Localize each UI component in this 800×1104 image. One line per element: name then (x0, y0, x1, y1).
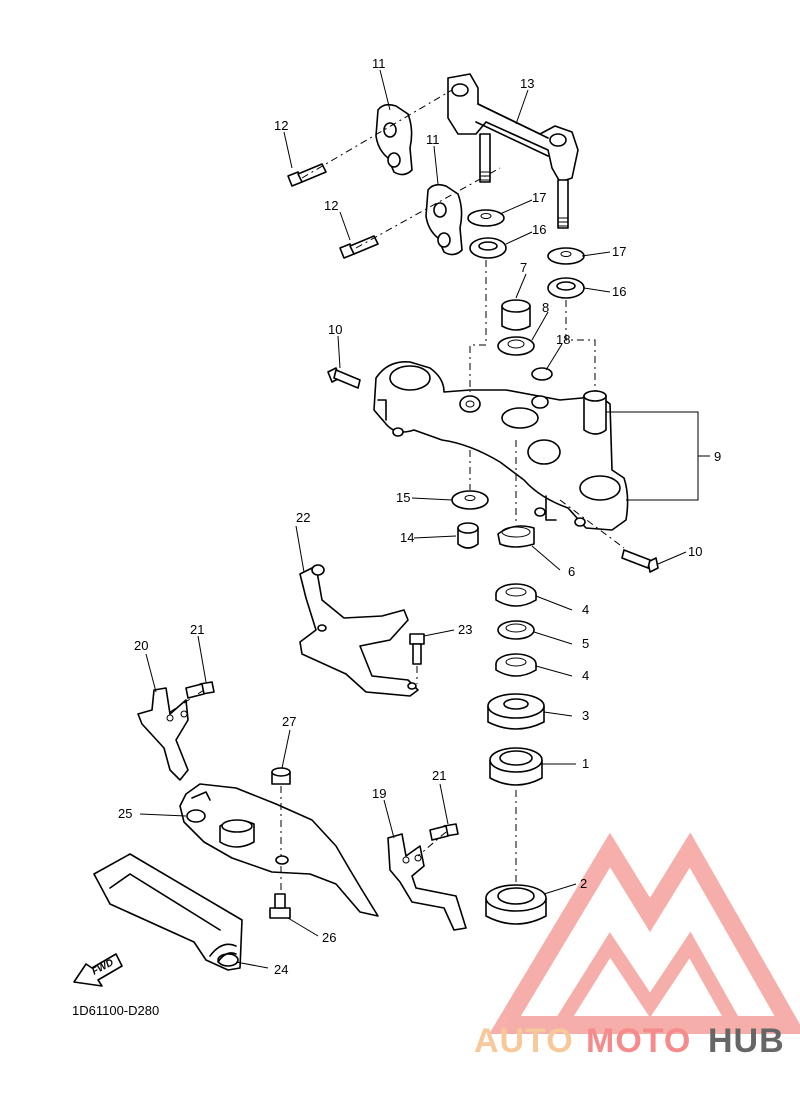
callout-27: 27 (282, 714, 296, 729)
callout-16-left: 16 (532, 222, 546, 237)
callout-11-top: 11 (372, 56, 386, 71)
callout-9: 9 (714, 449, 721, 464)
stem-bearing-group (485, 583, 547, 925)
callout-5: 5 (582, 636, 589, 651)
callout-10-right: 10 (688, 544, 702, 559)
callout-20: 20 (134, 638, 148, 653)
callout-10-top: 10 (328, 322, 342, 337)
callout-4-bottom: 4 (582, 668, 589, 683)
callout-18: 18 (556, 332, 570, 347)
center-lines (169, 89, 625, 892)
callout-26: 26 (322, 930, 336, 945)
callout-15: 15 (396, 490, 410, 505)
watermark-part-hub: HUB (708, 1022, 785, 1060)
callout-16-right: 16 (612, 284, 626, 299)
callout-17-right: 17 (612, 244, 626, 259)
callout-19: 19 (372, 786, 386, 801)
callout-4-top: 4 (582, 602, 589, 617)
callout-12-top: 12 (274, 118, 288, 133)
callout-21-top: 21 (190, 622, 204, 637)
callout-22: 22 (296, 510, 310, 525)
callout-1: 1 (582, 756, 589, 771)
diagram-code: 1D61100-D280 (72, 1003, 159, 1018)
bracket-group (137, 564, 467, 931)
watermark-part-auto: AUTO (474, 1022, 574, 1060)
leader-lines (139, 69, 710, 969)
callout-11-bottom: 11 (426, 132, 440, 147)
callout-2: 2 (580, 876, 587, 891)
callout-6: 6 (568, 564, 575, 579)
callout-21-bottom: 21 (432, 768, 446, 783)
watermark-logo-icon (489, 832, 800, 1034)
watermark-part-moto: MOTO (586, 1022, 691, 1060)
fwd-arrow-icon: FWD (73, 953, 123, 987)
callout-13: 13 (520, 76, 534, 91)
callout-7: 7 (520, 260, 527, 275)
watermark-text: AUTO MOTO HUB (474, 1022, 785, 1060)
callout-17-left: 17 (532, 190, 546, 205)
callout-3: 3 (582, 708, 589, 723)
upper-bracket-group (327, 299, 659, 573)
callout-labels: 11 12 13 11 17 12 16 17 7 16 8 10 18 9 1… (118, 56, 721, 977)
cover-group (93, 767, 379, 971)
callout-23: 23 (458, 622, 472, 637)
callout-24: 24 (274, 962, 288, 977)
handlebar-holder-group (287, 73, 585, 299)
callout-14: 14 (400, 530, 414, 545)
callout-8: 8 (542, 300, 549, 315)
callout-12-bottom: 12 (324, 198, 338, 213)
callout-25: 25 (118, 806, 132, 821)
